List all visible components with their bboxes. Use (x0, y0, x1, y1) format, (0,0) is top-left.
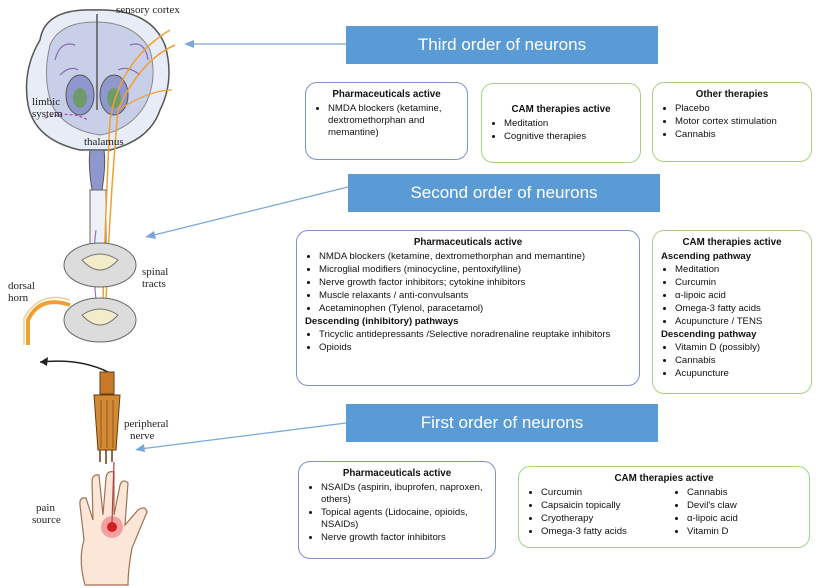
label-nerve: nerve (130, 430, 155, 442)
box-title: Other therapies (695, 89, 769, 100)
list-item: Cognitive therapies (504, 131, 632, 143)
box-subtitle: Descending pathway (661, 329, 757, 341)
list-item: Curcumin (675, 277, 803, 289)
box-title: CAM therapies active (614, 473, 714, 484)
list-item: Cannabis (675, 355, 803, 367)
box-subtitle: Descending (inhibitory) pathways (305, 316, 459, 328)
list-item: Cryotherapy (541, 513, 655, 525)
list-item: NMDA blockers (ketamine, dextromethorpha… (328, 103, 459, 139)
list-item: Microglial modifiers (minocycline, pento… (319, 264, 631, 276)
list-item: Acetaminophen (Tylenol, paracetamol) (319, 303, 631, 315)
label-spinal: spinal (142, 266, 169, 278)
box-title: Pharmaceuticals active (332, 89, 441, 100)
list-item: Tricyclic antidepressants /Selective nor… (319, 329, 631, 341)
list-item: α-lipoic acid (675, 290, 803, 302)
second-cam-box: CAM therapies active Ascending pathway M… (652, 230, 812, 394)
box-title: Pharmaceuticals active (342, 468, 452, 479)
list-item: Acupuncture / TENS (675, 316, 803, 328)
box-subtitle: Ascending pathway (661, 251, 752, 263)
list-item: α-lipoic acid (687, 513, 801, 525)
list-item: Acupuncture (675, 368, 803, 380)
list-item: Omega-3 fatty acids (675, 303, 803, 315)
second-pharma-box: Pharmaceuticals active NMDA blockers (ke… (296, 230, 640, 386)
label-tracts: tracts (142, 278, 166, 290)
peripheral-nerve-graphic (93, 371, 121, 464)
label-dorsal: dorsal (8, 280, 35, 292)
spinal-section-lower (63, 297, 137, 343)
label-source: source (32, 514, 61, 526)
label-limbic: limbic (32, 96, 61, 108)
list-item: Meditation (504, 118, 632, 130)
list-item: Omega-3 fatty acids (541, 526, 655, 538)
box-title: CAM therapies active (511, 104, 611, 115)
list-item: Cannabis (675, 129, 803, 141)
label-sensory-cortex: sensory cortex (116, 4, 180, 16)
list-item: Vitamin D (possibly) (675, 342, 803, 354)
list-item: Curcumin (541, 487, 655, 499)
list-item: Devil's claw (687, 500, 801, 512)
list-item: NMDA blockers (ketamine, dextromethorpha… (319, 251, 631, 263)
third-other-box: Other therapies Placebo Motor cortex sti… (652, 82, 812, 162)
first-cam-box: CAM therapies active Curcumin Capsaicin … (518, 466, 810, 548)
list-item: Opioids (319, 342, 631, 354)
list-item: NSAIDs (aspirin, ibuprofen, naproxen, ot… (321, 482, 487, 506)
banner-first-order: First order of neurons (346, 404, 658, 442)
spinal-section-upper (63, 242, 137, 288)
label-thalamus: thalamus (84, 136, 124, 148)
box-title: Pharmaceuticals active (413, 237, 523, 248)
list-item: Nerve growth factor inhibitors (321, 532, 487, 544)
first-pharma-box: Pharmaceuticals active NSAIDs (aspirin, … (298, 461, 496, 559)
box-title: CAM therapies active (682, 237, 782, 248)
list-item: Nerve growth factor inhibitors; cytokine… (319, 277, 631, 289)
label-pain: pain (36, 502, 55, 514)
list-item: Motor cortex stimulation (675, 116, 803, 128)
label-horn: horn (8, 292, 29, 304)
list-item: Meditation (675, 264, 803, 276)
list-item: Cannabis (687, 487, 801, 499)
list-item: Muscle relaxants / anti-convulsants (319, 290, 631, 302)
banner-third-order: Third order of neurons (346, 26, 658, 64)
label-system: system (32, 108, 63, 120)
hand-graphic (79, 461, 148, 586)
list-item: Capsaicin topically (541, 500, 655, 512)
list-item: Placebo (675, 103, 803, 115)
list-item: Vitamin D (687, 526, 801, 538)
banner-second-order: Second order of neurons (348, 174, 660, 212)
label-peripheral: peripheral (124, 418, 169, 430)
third-pharma-box: Pharmaceuticals active NMDA blockers (ke… (305, 82, 468, 160)
third-cam-box: CAM therapies active Meditation Cognitiv… (481, 83, 641, 163)
list-item: Topical agents (Lidocaine, opioids, NSAI… (321, 507, 487, 531)
